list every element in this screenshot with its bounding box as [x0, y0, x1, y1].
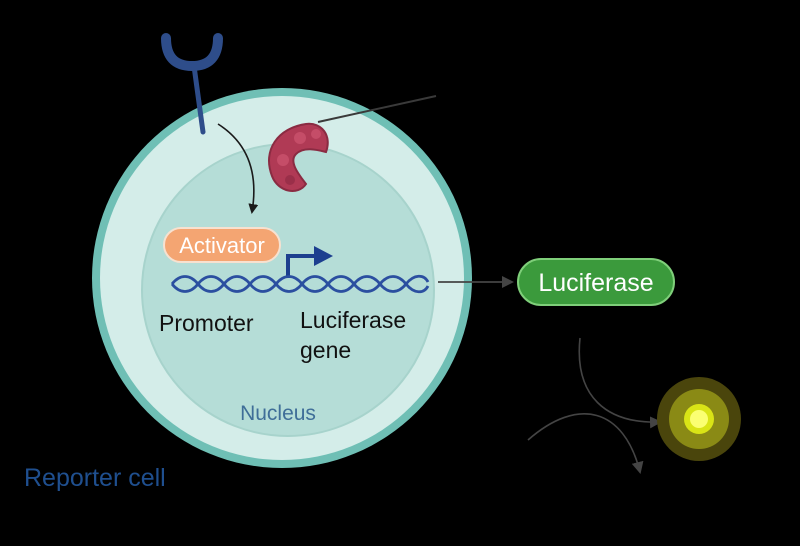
y-receptor-icon [161, 33, 223, 135]
activator-pill: Activator [163, 227, 281, 263]
luciferase-product-label: Luciferase [538, 269, 653, 297]
luciferase-gene-label-line1: Luciferase [300, 307, 406, 333]
nucleus-label: Nucleus [240, 402, 316, 425]
transcription-start-arrow [286, 246, 333, 278]
dna-helix [170, 274, 430, 294]
promoter-label: Promoter [159, 310, 254, 336]
luciferase-gene-label-line2: gene [300, 337, 351, 363]
glowing-light-icon [657, 377, 741, 461]
reaction-arrow-to-light [578, 337, 662, 429]
reporter-cell-label: Reporter cell [24, 464, 166, 492]
luciferase-product-pill: Luciferase [517, 258, 675, 306]
activator-label: Activator [179, 233, 265, 258]
protein-blob-icon [268, 95, 437, 192]
reaction-arrow-byproduct [527, 413, 644, 474]
signal-arrow [217, 123, 259, 214]
